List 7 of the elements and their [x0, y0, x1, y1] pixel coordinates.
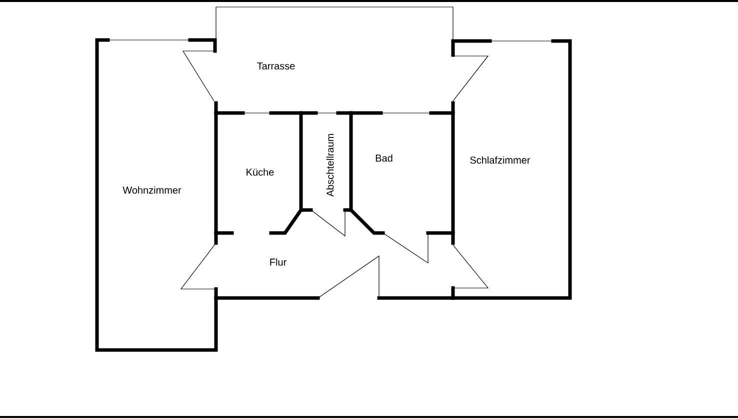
room-label: Schlafzimmer [470, 156, 530, 164]
room-label: Flur [270, 258, 286, 266]
room-label: Abschtellraum [326, 134, 334, 197]
room-label: Küche [246, 168, 274, 176]
room-label: Tarrasse [257, 62, 295, 70]
room-label: Wohnzimmer [122, 186, 182, 194]
room-label: Bad [376, 154, 392, 162]
